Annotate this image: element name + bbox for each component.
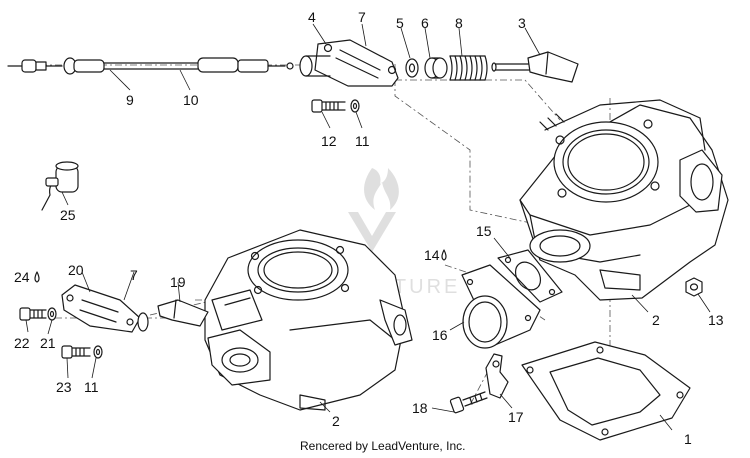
callout-25: 25 bbox=[60, 207, 76, 223]
callout-7-lower: 7 bbox=[130, 267, 138, 283]
callout-11-top: 11 bbox=[355, 133, 370, 149]
callout-5: 5 bbox=[396, 15, 404, 31]
callout-16: 16 bbox=[432, 327, 448, 343]
leader-lines bbox=[25, 23, 711, 431]
throttle-cable bbox=[7, 57, 294, 75]
valve-blade-19 bbox=[157, 299, 209, 327]
callout-22: 22 bbox=[14, 335, 30, 351]
callout-1: 1 bbox=[684, 431, 692, 447]
cylinder-upper bbox=[519, 99, 729, 301]
callout-20: 20 bbox=[68, 262, 84, 278]
callout-10: 10 bbox=[183, 92, 199, 108]
cylinder-lower bbox=[204, 229, 413, 411]
base-gasket-1 bbox=[521, 341, 691, 441]
lubricant-drop-icon bbox=[34, 271, 40, 283]
callout-9: 9 bbox=[126, 92, 134, 108]
washer-11-lower bbox=[93, 345, 103, 359]
callout-11-lower: 11 bbox=[84, 379, 99, 395]
callout-8: 8 bbox=[455, 15, 463, 31]
callout-labels: 1 2 2 3 4 5 6 7 7 8 9 10 11 11 12 13 14 … bbox=[14, 9, 724, 447]
callout-6: 6 bbox=[421, 15, 429, 31]
screw-12 bbox=[311, 99, 346, 113]
callout-12: 12 bbox=[321, 133, 337, 149]
spring-8 bbox=[449, 55, 488, 81]
bolt-18 bbox=[449, 391, 488, 414]
callout-24: 24 bbox=[14, 269, 30, 285]
callout-15: 15 bbox=[476, 223, 492, 239]
actuator-25 bbox=[41, 161, 79, 211]
callout-21: 21 bbox=[40, 335, 56, 351]
callout-23: 23 bbox=[56, 379, 72, 395]
callout-17: 17 bbox=[508, 409, 524, 425]
exhaust-valve-3 bbox=[491, 51, 579, 83]
gasket-15 bbox=[497, 249, 563, 303]
valve-cover-20 bbox=[61, 284, 149, 333]
manifold-16 bbox=[461, 264, 541, 349]
screw-23 bbox=[61, 345, 91, 359]
washer-21 bbox=[47, 307, 57, 321]
callout-2-upper: 2 bbox=[652, 312, 660, 328]
credit-text: Rencered by LeadVenture, Inc. bbox=[300, 439, 465, 453]
callout-2-lower: 2 bbox=[332, 413, 340, 429]
callout-18: 18 bbox=[412, 400, 428, 416]
bracket-17 bbox=[485, 353, 509, 399]
lubricant-drop-icon-2 bbox=[441, 249, 447, 261]
washer-5 bbox=[405, 58, 419, 78]
callout-13: 13 bbox=[708, 312, 724, 328]
callout-4: 4 bbox=[308, 9, 316, 25]
washer-11-top bbox=[350, 99, 360, 113]
screw-22 bbox=[19, 307, 47, 321]
collar-6 bbox=[424, 57, 448, 79]
callout-14: 14 bbox=[424, 247, 440, 263]
callout-19: 19 bbox=[170, 274, 186, 290]
throttle-cover bbox=[299, 39, 399, 87]
callout-7-top: 7 bbox=[358, 9, 366, 25]
nut-13 bbox=[685, 277, 703, 297]
callout-3: 3 bbox=[518, 15, 526, 31]
